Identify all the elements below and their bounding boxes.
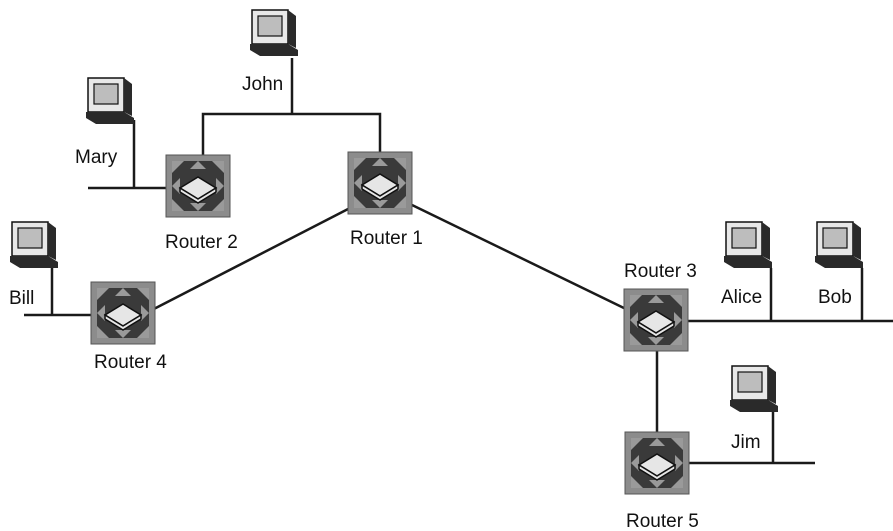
lan-john-router2 bbox=[201, 112, 382, 156]
computer-mary-icon bbox=[85, 77, 135, 125]
host-alice-label: Alice bbox=[721, 287, 762, 308]
router-2-label: Router 2 bbox=[165, 232, 238, 253]
router-2-icon bbox=[165, 154, 231, 218]
router-3-icon bbox=[623, 288, 689, 352]
router-5-icon bbox=[624, 431, 690, 495]
computer-alice-icon bbox=[723, 221, 773, 269]
computer-bob-icon bbox=[814, 221, 864, 269]
computer-john-icon bbox=[249, 9, 299, 57]
computer-bill-icon bbox=[9, 221, 59, 269]
host-mary-label: Mary bbox=[75, 147, 118, 168]
router-5-label: Router 5 bbox=[626, 511, 699, 531]
router-4-label: Router 4 bbox=[94, 352, 167, 373]
router-3-label: Router 3 bbox=[624, 261, 697, 282]
link-router1-router3 bbox=[411, 203, 629, 312]
router-4-icon bbox=[90, 281, 156, 345]
computer-jim-icon bbox=[729, 365, 779, 413]
host-john-label: John bbox=[242, 74, 283, 95]
host-bob-label: Bob bbox=[818, 287, 852, 308]
router-1-label: Router 1 bbox=[350, 228, 423, 249]
link-router1-router4 bbox=[147, 206, 351, 314]
host-jim-label: Jim bbox=[731, 432, 761, 453]
host-bill-label: Bill bbox=[9, 288, 34, 309]
router-1-icon bbox=[347, 151, 413, 215]
